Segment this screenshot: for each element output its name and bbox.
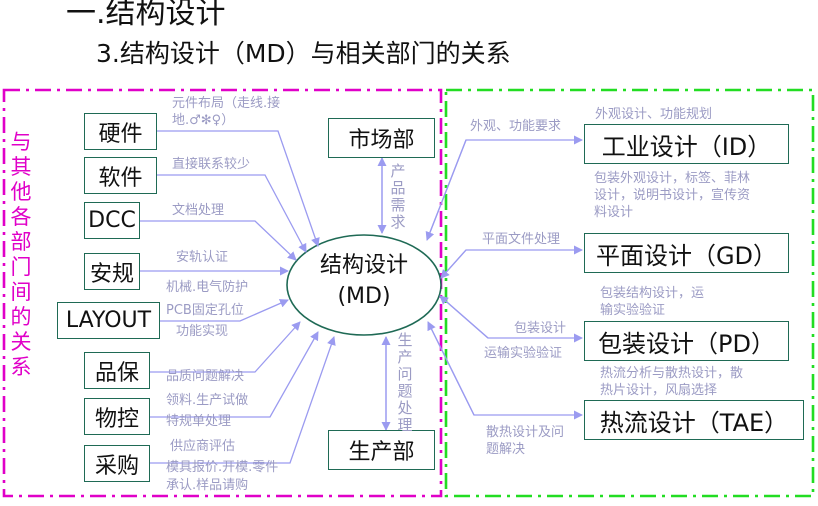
arrow-material: [150, 331, 319, 418]
right-region-border: [444, 88, 815, 498]
arrow-hardware: [157, 130, 320, 247]
relation-layout: PCB固定孔位: [166, 303, 244, 318]
dept-market: 市场部: [328, 118, 435, 158]
dept-purchase: 采购: [84, 445, 150, 482]
dept-software: 软件: [84, 157, 157, 194]
arrow-label-tae: 散热设计及问: [486, 425, 565, 440]
relation-qa-1: 功能实现: [176, 324, 229, 339]
arrow-qa: [150, 321, 301, 373]
side-label: 与其他各部门间的关系: [10, 130, 32, 379]
dept-thermal-design: 热流设计（TAE）: [584, 400, 804, 440]
dept-safety: 安规: [84, 253, 140, 290]
arrow-software: [157, 174, 307, 253]
relation-qa-2: 品质问题解决: [166, 369, 245, 384]
relation-hardware-2: 地.♂✻♀）: [172, 113, 235, 128]
arrow-label-gd: 平面文件处理: [482, 232, 561, 247]
note-pd-above-2: 输实验验证: [600, 303, 666, 318]
dept-hardware: 硬件: [84, 113, 157, 150]
arrow-purchase: [150, 336, 336, 464]
dept-package-design: 包装设计（PD）: [584, 321, 789, 361]
arrow-label-id: 外观、功能要求: [470, 119, 562, 134]
note-id-above: 外观设计、功能规划: [595, 107, 713, 122]
dept-graphic-design: 平面设计（GD）: [584, 233, 789, 273]
center-title-line1: 结构设计: [319, 253, 408, 278]
arrow-tae-back: [427, 321, 475, 416]
relation-safety-1: 安轨认证: [176, 250, 229, 265]
note-id-below-3: 料设计: [594, 205, 634, 220]
arrow-label-pd: 包装设计: [514, 321, 567, 336]
page-subtitle: 3.结构设计（MD）与相关部门的关系: [96, 39, 511, 68]
arrow-pd-back: [439, 295, 489, 339]
arrow-layout: [160, 299, 289, 322]
note-pd-above-1: 包装结构设计，运: [600, 286, 705, 301]
relation-production: 生产问题处理: [397, 331, 413, 434]
arrow-label-tae-2: 题解决: [486, 442, 526, 457]
relation-material-1: 领料.生产试做: [166, 393, 249, 408]
note-pd-below-2: 热片设计，风扇选择: [600, 383, 718, 398]
dept-material: 物控: [84, 398, 150, 435]
page-heading: 一.结构设计: [66, 0, 226, 31]
center-title: 结构设计 (MD): [292, 250, 436, 312]
center-ellipse: [286, 234, 442, 336]
relation-purchase-3: 承认.样品请购: [166, 478, 249, 493]
relation-market: 产品需求: [390, 162, 406, 231]
dept-production: 生产部: [328, 430, 435, 470]
left-region-border: [2, 88, 443, 498]
note-id-below-1: 包装外观设计，标签、菲林: [594, 171, 751, 186]
relation-hardware-1: 元件布局（走线.接: [172, 96, 281, 111]
dept-layout: LAYOUT: [57, 302, 160, 339]
relation-purchase-1: 供应商评估: [170, 439, 236, 454]
relation-dcc: 文档处理: [172, 203, 225, 218]
note-id-below-2: 设计，说明书设计，宣传资: [594, 188, 751, 203]
arrow-id: [426, 135, 583, 241]
note-pd-below-1: 热流分析与散热设计，散: [600, 366, 744, 381]
relation-material-2: 特规单处理: [166, 414, 232, 429]
arrow-label-pd-2: 运输实验验证: [484, 346, 563, 361]
dept-qa: 品保: [84, 352, 150, 389]
dept-industrial-design: 工业设计（ID）: [584, 124, 789, 164]
arrow-id-back: [425, 139, 467, 241]
relation-software: 直接联系较少: [172, 157, 251, 172]
arrow-dcc: [140, 220, 297, 261]
center-title-line2: (MD): [337, 284, 391, 309]
relation-safety-2: 机械.电气防护: [166, 280, 249, 295]
relation-purchase-2: 模具报价.开模.零件: [166, 460, 279, 475]
dept-dcc: DCC: [84, 202, 140, 239]
arrow-gd-back: [440, 249, 467, 279]
